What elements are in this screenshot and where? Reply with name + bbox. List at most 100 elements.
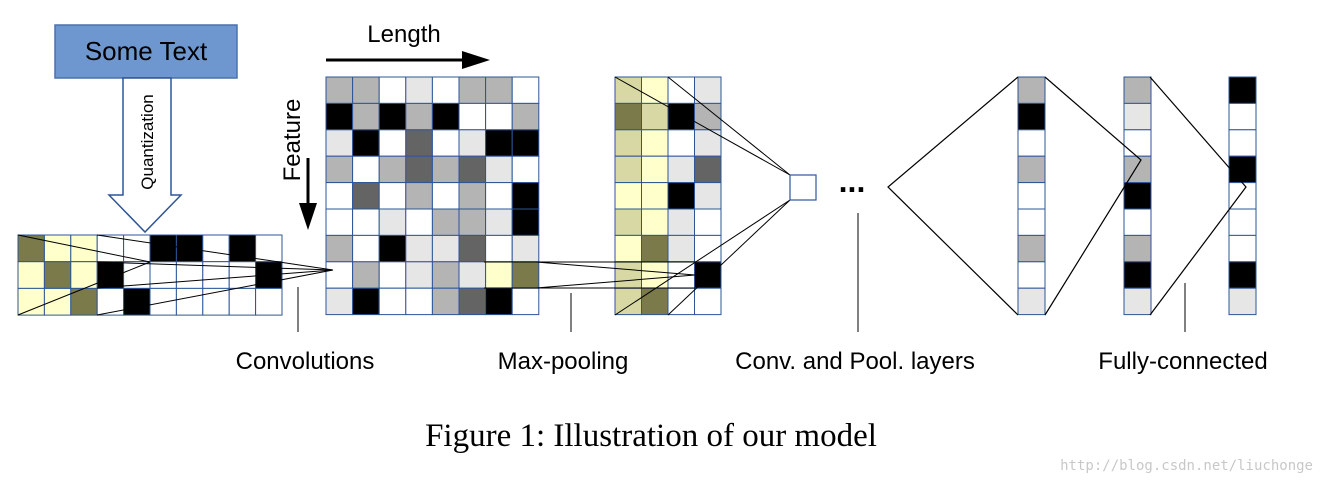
conv-pool-cell: [1017, 287, 1046, 316]
pooled-cell: [667, 234, 695, 263]
feature-cell: [511, 208, 540, 236]
feature-cell: [458, 76, 487, 104]
pooled-cell: [694, 261, 722, 289]
feature-cell: [405, 208, 433, 236]
pooled-cell: [641, 261, 669, 289]
conv-pool-cell: [1017, 155, 1046, 184]
input-cell: [17, 261, 45, 289]
pooled-cell: [614, 208, 642, 236]
feature-cell: [352, 287, 380, 316]
fc2-cell: [1228, 261, 1257, 289]
input-cell: [96, 234, 125, 263]
ellipsis: ...: [839, 163, 866, 199]
feature-cell: [352, 208, 380, 236]
feature-cell: [405, 234, 433, 263]
feature-cell: [458, 261, 487, 289]
feature-cell: [405, 261, 433, 289]
feature-cell: [511, 76, 540, 104]
feature-cell: [378, 155, 407, 184]
fc2-cell: [1228, 234, 1257, 263]
feature-cell: [485, 287, 513, 316]
feature-cell: [485, 234, 513, 263]
pooled-cell: [641, 208, 669, 236]
feature-cell: [325, 155, 354, 184]
feature-cell: [458, 129, 487, 157]
conv-pool-cell: [1017, 261, 1046, 289]
feature-cell: [431, 261, 460, 289]
fc2-cell: [1228, 155, 1257, 184]
input-cell: [202, 234, 230, 263]
feature-cell: [485, 129, 513, 157]
feature-cell: [431, 76, 460, 104]
feature-cell: [352, 155, 380, 184]
feature-cell: [431, 182, 460, 210]
pooled-cell: [694, 208, 722, 236]
fc1-cell: [1123, 102, 1152, 131]
fc1-cell: [1123, 287, 1152, 316]
pooled-cell: [667, 155, 695, 184]
feature-cell: [485, 102, 513, 131]
input-cell: [96, 287, 125, 316]
fc1-cell: [1123, 155, 1152, 184]
feature-cell: [431, 287, 460, 316]
pooled-cell: [694, 234, 722, 263]
feature-cell: [485, 76, 513, 104]
fc2-cell: [1228, 287, 1257, 316]
pooled-cell: [694, 76, 722, 104]
conv-pool-cell: [1017, 129, 1046, 157]
conv-pool-cell: [1017, 208, 1046, 236]
input-cell: [175, 287, 204, 316]
feature-cell: [325, 129, 354, 157]
input-cell: [70, 287, 98, 316]
pooled-cell: [667, 182, 695, 210]
feature-cell: [511, 102, 540, 131]
pooled-cell: [641, 129, 669, 157]
feature-cell: [458, 208, 487, 236]
caption-conv-pool-layers: Conv. and Pool. layers: [735, 348, 975, 375]
feature-cell: [431, 129, 460, 157]
input-cell: [149, 234, 177, 263]
caption-ticks: [297, 213, 1186, 332]
pooled-cell: [614, 261, 642, 289]
pooled-cell: [641, 234, 669, 263]
feature-cell: [405, 129, 433, 157]
pooled-cell: [667, 208, 695, 236]
max-pooling-lines: [484, 261, 696, 289]
feature-label: Feature: [279, 99, 306, 182]
feature-cell: [405, 287, 433, 316]
feature-cell: [431, 234, 460, 263]
feature-cell: [405, 182, 433, 210]
feature-cell: [511, 234, 540, 263]
feature-cell: [378, 102, 407, 131]
feature-cell: [325, 102, 354, 131]
input-cell: [175, 261, 204, 289]
feature-cell: [511, 129, 540, 157]
feature-cell: [511, 155, 540, 184]
input-cell: [149, 287, 177, 316]
feature-cell: [325, 287, 354, 316]
diamond-lines: [887, 76, 1247, 316]
feature-cell: [485, 208, 513, 236]
input-cell: [43, 234, 72, 263]
pooled-cell: [614, 76, 642, 104]
feature-cell: [352, 182, 380, 210]
quantization-label: Quantization: [138, 94, 157, 189]
pooled-cell: [641, 155, 669, 184]
quantization-arrow: [107, 77, 183, 234]
conv-pool-lines: [614, 76, 791, 316]
feature-cell: [325, 261, 354, 289]
convolution-lines: [17, 234, 334, 316]
input-cell: [228, 287, 257, 316]
feature-cell: [325, 234, 354, 263]
some-text-box: [54, 24, 238, 79]
feature-cell: [352, 234, 380, 263]
input-cell: [255, 287, 283, 316]
feature-cell: [352, 76, 380, 104]
feature-cell: [352, 102, 380, 131]
fc1-cell: [1123, 208, 1152, 236]
feature-cell: [378, 287, 407, 316]
pooled-cell: [614, 287, 642, 316]
pooled-cell: [641, 287, 669, 316]
feature-cell: [458, 287, 487, 316]
